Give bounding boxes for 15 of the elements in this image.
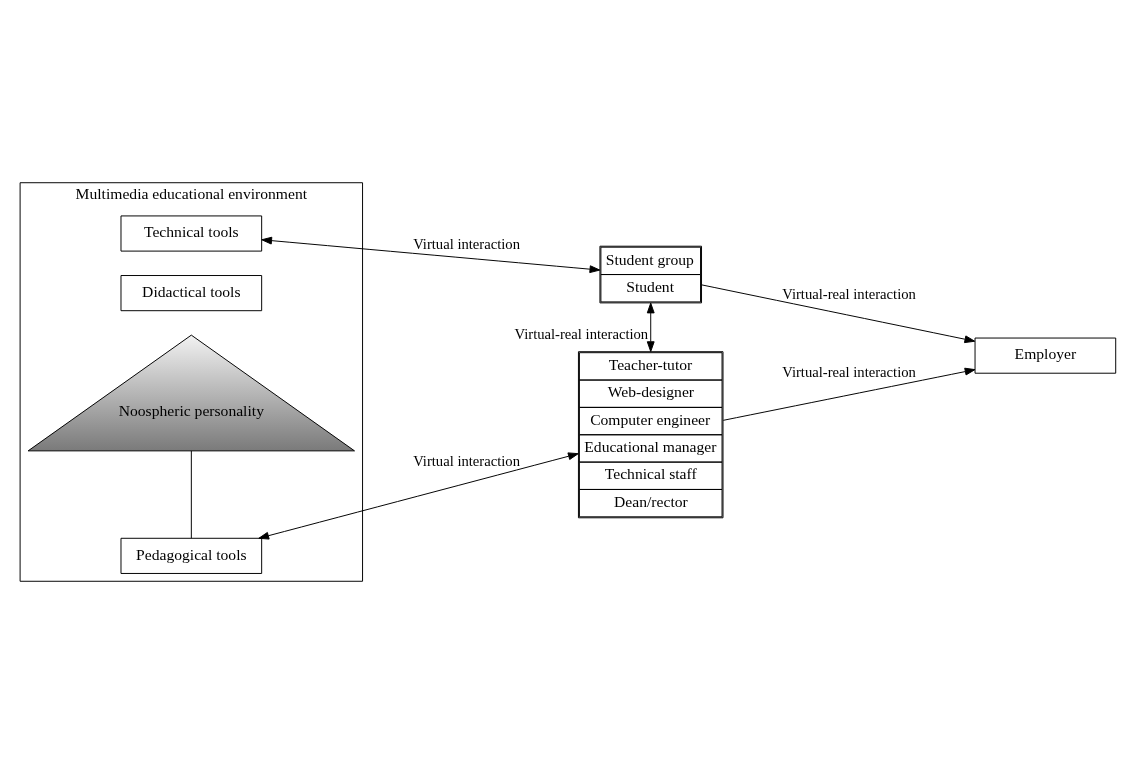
edge-label: Virtual-real interaction: [782, 285, 916, 302]
arrow: [701, 284, 976, 344]
edge-label: Virtual-real interaction: [514, 325, 649, 342]
edge-label: Virtual interaction: [413, 453, 521, 470]
arrow: [258, 452, 579, 540]
connector: [190, 450, 192, 539]
edge-label: Virtual interaction: [413, 236, 521, 253]
arrow: [722, 367, 976, 421]
node-box: Technical tools: [120, 215, 263, 252]
node-box: Didactical tools: [120, 275, 263, 312]
node-box: Pedagogical tools: [120, 537, 263, 574]
edge-label: Virtual-real interaction: [782, 364, 916, 381]
node-box: Employer: [974, 337, 1117, 374]
arrow: [261, 236, 601, 274]
arrow: [646, 302, 655, 352]
